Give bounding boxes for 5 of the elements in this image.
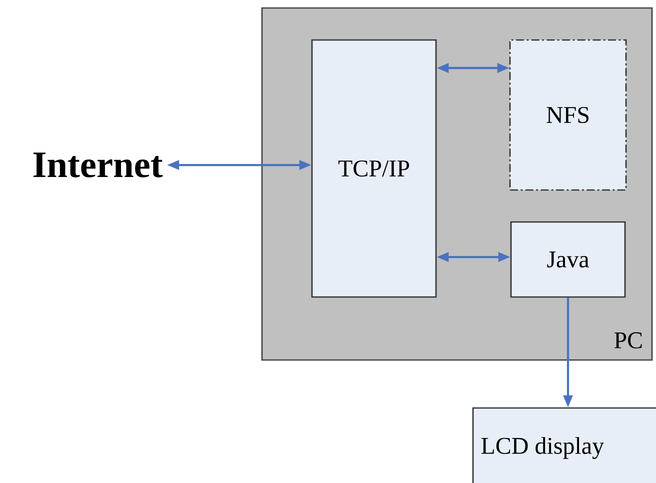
network-label: Internet: [33, 152, 163, 178]
module-box: NFS: [509, 39, 627, 191]
module-box: TCP/IP: [311, 39, 437, 298]
module-box: LCD display: [472, 407, 656, 483]
module-box: Java: [510, 221, 626, 298]
